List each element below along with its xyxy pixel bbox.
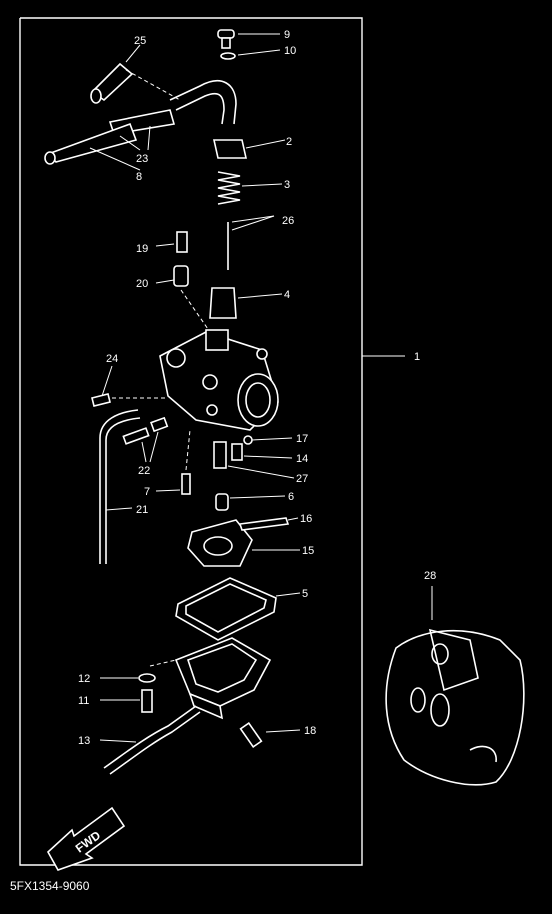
part-needle-valve-6 xyxy=(215,493,229,511)
part-screw-24 xyxy=(91,393,111,407)
callout-28: 28 xyxy=(424,570,436,582)
part-gasket-5 xyxy=(175,577,277,641)
callout-24: 24 xyxy=(106,353,118,365)
part-hose-13 xyxy=(109,711,201,775)
callout-12: 12 xyxy=(78,673,90,685)
assembly-frame xyxy=(19,17,363,866)
drawing-code: 5FX1354-9060 xyxy=(10,879,90,893)
callout-10: 10 xyxy=(284,45,296,57)
part-float-15 xyxy=(187,519,253,567)
callout-23: 23 xyxy=(136,153,148,165)
part-jet-14 xyxy=(231,443,243,461)
callout-22: 22 xyxy=(138,465,150,477)
part-washer-10 xyxy=(220,52,236,60)
callout-17: 17 xyxy=(296,433,308,445)
part-carburetor-body xyxy=(159,329,279,431)
callout-26: 26 xyxy=(282,215,294,227)
callout-19: 19 xyxy=(136,243,148,255)
callout-21: 21 xyxy=(136,504,148,516)
callout-9: 9 xyxy=(284,29,290,41)
part-hose-21 xyxy=(99,409,139,564)
callout-4: 4 xyxy=(284,289,290,301)
callout-16: 16 xyxy=(300,513,312,525)
part-cable-8 xyxy=(46,122,138,163)
part-jet-19 xyxy=(176,231,188,253)
callout-8: 8 xyxy=(136,171,142,183)
callout-7: 7 xyxy=(144,486,150,498)
fwd-arrow-icon xyxy=(46,806,126,871)
part-washer-12 xyxy=(138,673,156,683)
part-screw-9 xyxy=(217,29,235,49)
callout-5: 5 xyxy=(302,588,308,600)
callout-27: 27 xyxy=(296,473,308,485)
callout-11: 11 xyxy=(78,695,89,707)
part-valve-4 xyxy=(209,287,237,319)
callout-3: 3 xyxy=(284,179,290,191)
part-cover-28 xyxy=(385,628,525,786)
callout-2: 2 xyxy=(286,136,292,148)
part-spring-3 xyxy=(217,171,241,205)
part-retainer-2 xyxy=(213,139,247,159)
part-pin-16 xyxy=(238,517,290,531)
part-screw-22 xyxy=(122,427,150,445)
callout-6: 6 xyxy=(288,491,294,503)
callout-18: 18 xyxy=(304,725,316,737)
callout-15: 15 xyxy=(302,545,314,557)
callout-25: 25 xyxy=(134,35,146,47)
part-screw-18 xyxy=(239,722,263,748)
part-elbow xyxy=(169,80,237,125)
part-oring-17 xyxy=(243,435,253,445)
part-jet-27 xyxy=(213,441,227,469)
part-jet-7 xyxy=(181,473,191,495)
callout-1: 1 xyxy=(414,351,420,363)
callout-13: 13 xyxy=(78,735,90,747)
callout-20: 20 xyxy=(136,278,148,290)
callout-14: 14 xyxy=(296,453,308,465)
part-screw-11 xyxy=(141,689,153,713)
part-float-bowl xyxy=(174,637,272,720)
part-holder-20 xyxy=(173,265,189,287)
part-cap-25 xyxy=(90,62,134,104)
